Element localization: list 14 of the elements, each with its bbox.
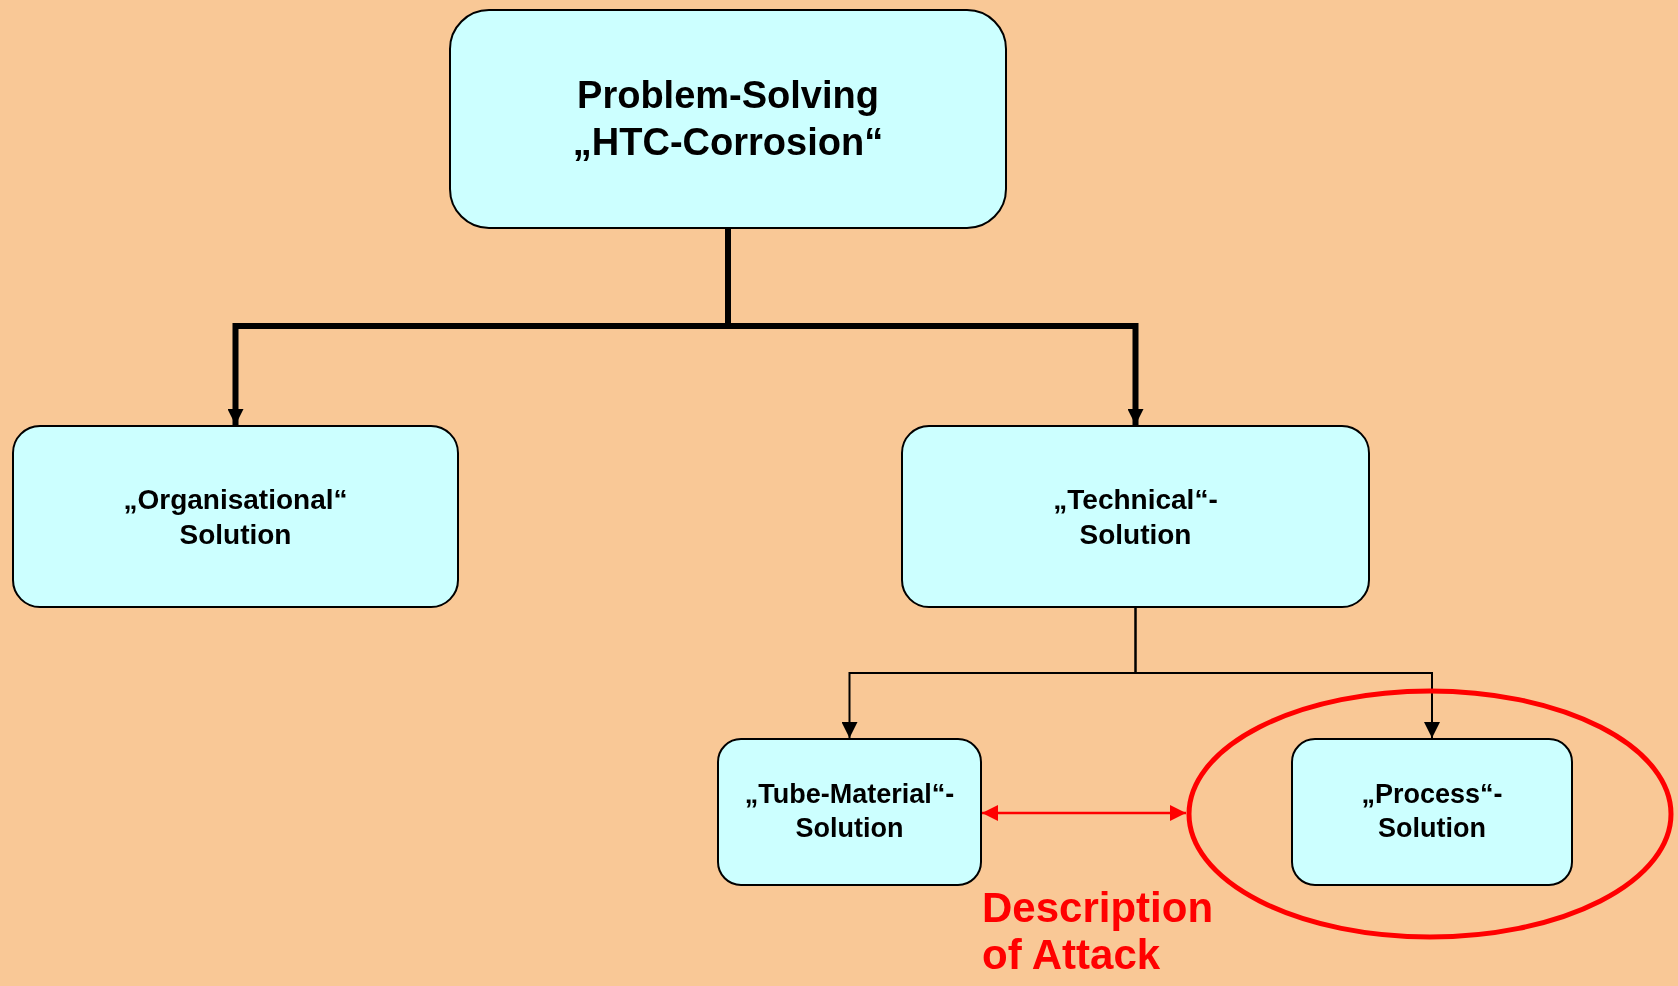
box-label: „Technical“- Solution — [1052, 482, 1219, 552]
box-label: „Process“- Solution — [1360, 778, 1504, 845]
arrow — [725, 229, 1144, 425]
box-label: „Organisational“ Solution — [122, 482, 349, 552]
rounded-box — [12, 425, 459, 608]
arrow — [982, 805, 1186, 821]
box-label: „Tube-Material“- Solution — [743, 778, 956, 845]
rounded-box — [449, 9, 1007, 229]
rounded-box — [1291, 738, 1573, 886]
rounded-box — [901, 425, 1370, 608]
rounded-box — [717, 738, 982, 886]
arrow — [1134, 607, 1440, 739]
box-label: Problem-Solving „HTC-Corrosion“ — [571, 72, 885, 165]
annotation-text: Description of Attack — [982, 884, 1215, 979]
